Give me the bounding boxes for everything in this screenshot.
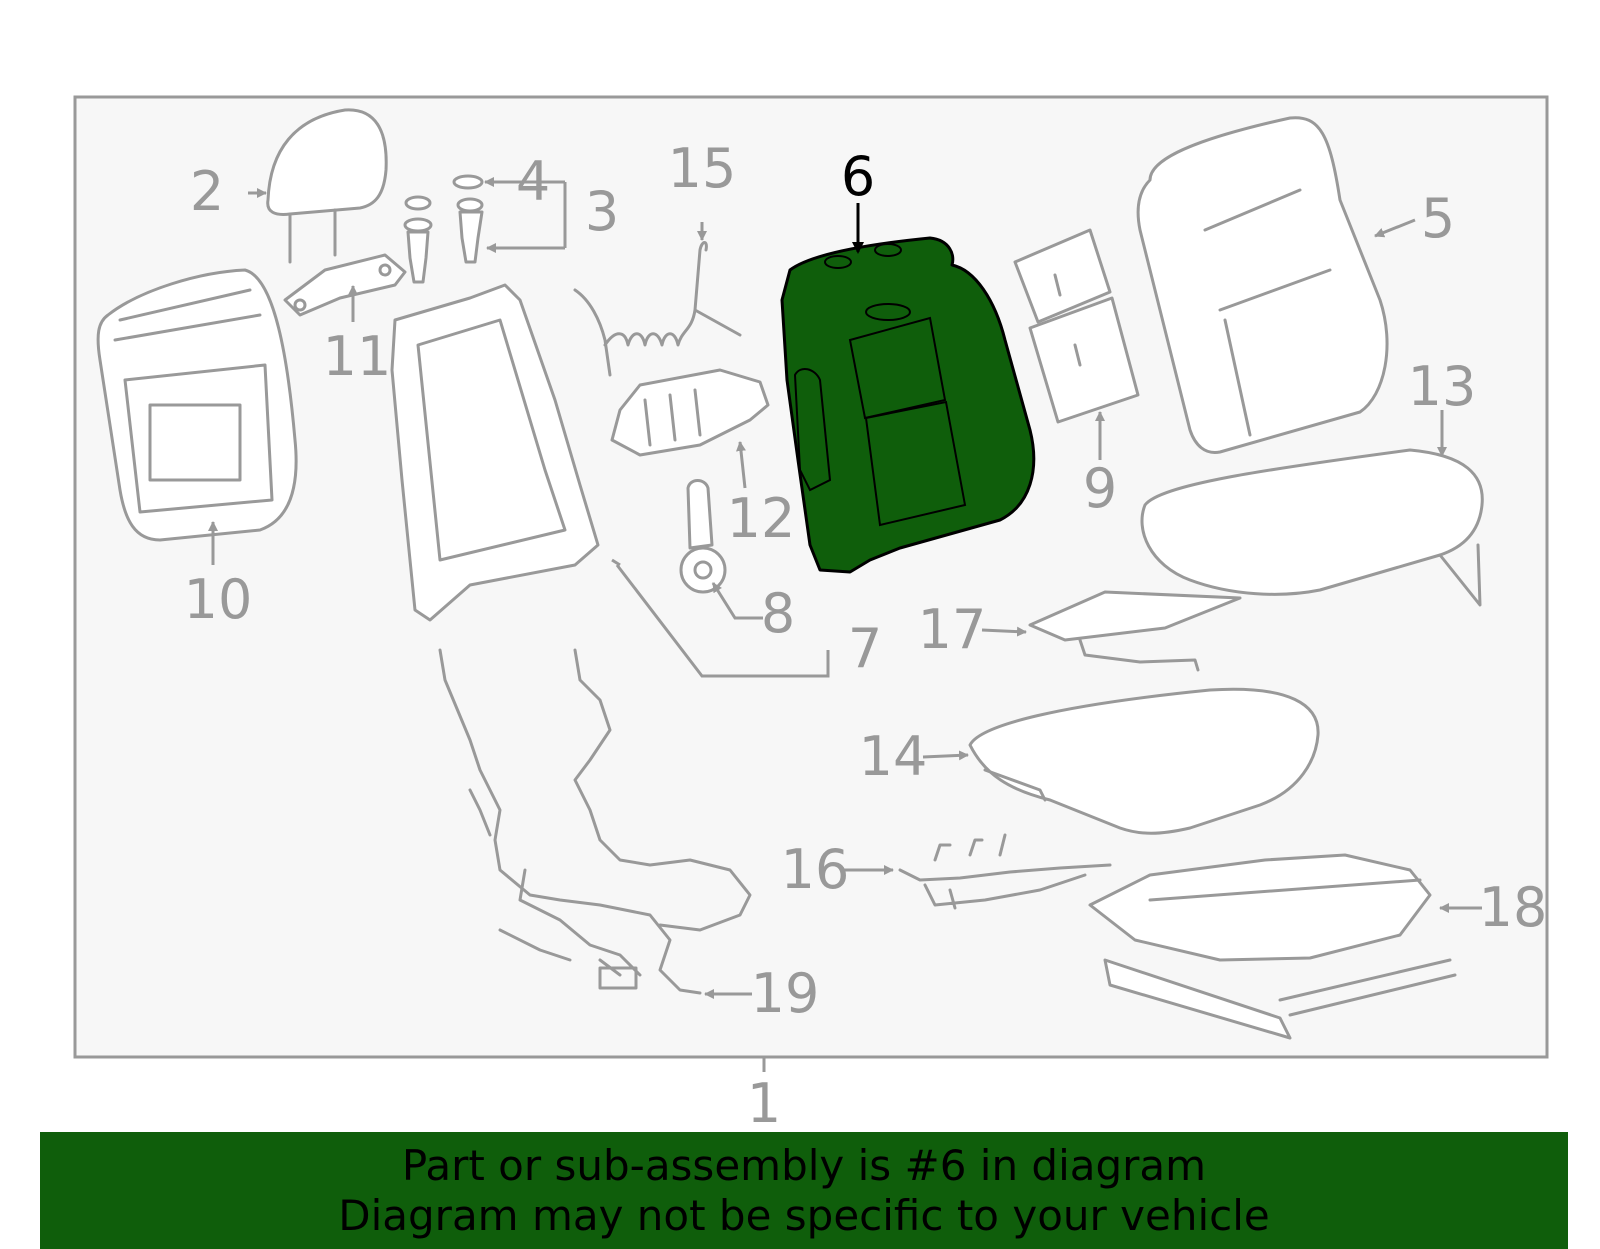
part-2-headrest	[266, 108, 388, 264]
part-19-connector	[598, 966, 638, 990]
part-13-cushion-cover	[1140, 448, 1484, 607]
part-14-cushion-pad	[968, 687, 1320, 835]
leader-lines	[208, 177, 1482, 1072]
part-17-bracket	[1028, 590, 1242, 672]
part-10-back-panel	[96, 268, 298, 542]
callout-7: 7	[848, 617, 882, 680]
callout-5: 5	[1421, 187, 1455, 250]
part-7-back-frame	[390, 283, 600, 622]
part-5-back-cover	[1136, 116, 1389, 455]
callout-17: 17	[918, 598, 987, 661]
callout-10: 10	[184, 568, 253, 631]
part-19-harness	[438, 648, 752, 995]
callout-13: 13	[1408, 355, 1477, 418]
callout-11: 11	[323, 325, 392, 388]
callout-19: 19	[751, 962, 820, 1025]
callout-1: 1	[747, 1072, 781, 1135]
info-banner: Part or sub-assembly is #6 in diagram Di…	[40, 1132, 1568, 1249]
callout-3: 3	[585, 180, 619, 243]
callout-8: 8	[761, 582, 795, 645]
part-8-motor	[679, 479, 727, 594]
part-12-lumbar	[610, 368, 770, 457]
banner-line-1: Part or sub-assembly is #6 in diagram	[401, 1140, 1207, 1190]
callout-4: 4	[516, 150, 550, 213]
part-6-seat-back-pad-highlighted	[780, 236, 1036, 574]
callout-18: 18	[1479, 876, 1548, 939]
banner-line-2: Diagram may not be specific to your vehi…	[338, 1190, 1270, 1240]
callout-15: 15	[668, 137, 737, 200]
part-9-pads	[1013, 228, 1140, 424]
callout-16: 16	[781, 838, 850, 901]
part-18-track	[1088, 853, 1457, 1040]
part-3-4-guides	[403, 174, 484, 284]
callout-6: 6	[841, 145, 875, 208]
part-15-spring	[573, 241, 742, 377]
callout-9: 9	[1083, 457, 1117, 520]
callout-12: 12	[727, 487, 796, 550]
part-16-harness	[898, 833, 1112, 910]
part-11-bracket	[283, 253, 407, 317]
callout-14: 14	[859, 725, 928, 788]
callout-2: 2	[190, 160, 224, 223]
